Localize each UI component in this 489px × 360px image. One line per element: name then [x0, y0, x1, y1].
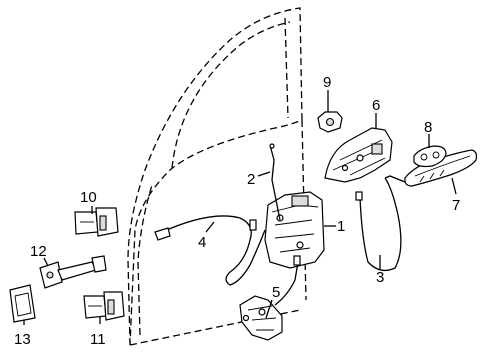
callout-3: 3	[376, 269, 384, 286]
callout-1: 1	[337, 218, 345, 235]
callout-11: 11	[90, 331, 106, 348]
rod	[269, 143, 281, 221]
callout-2: 2	[247, 171, 255, 188]
seal-bracket	[9, 284, 36, 323]
callout-8: 8	[424, 119, 432, 136]
inside-handle-cable	[154, 215, 266, 286]
leader-lines	[23, 90, 457, 325]
callout-6: 6	[372, 97, 380, 114]
callout-10: 10	[80, 189, 97, 206]
release-cable	[355, 175, 406, 272]
callout-13: 13	[14, 331, 31, 348]
door-check	[39, 255, 107, 289]
callout-9: 9	[323, 74, 331, 91]
door-lock-actuator	[264, 191, 325, 269]
lower-hinge	[83, 291, 125, 321]
callout-labels: 1 2 3 4 5 6 7 8 9 10 11 12 13	[14, 74, 460, 348]
handle-carrier	[324, 127, 393, 183]
callout-4: 4	[198, 234, 206, 251]
door-latch	[239, 255, 301, 341]
callout-7: 7	[452, 197, 460, 214]
upper-hinge	[74, 207, 119, 237]
striker	[317, 111, 343, 133]
handle-cap	[413, 145, 447, 168]
callout-5: 5	[272, 284, 280, 301]
callout-12: 12	[30, 243, 47, 260]
